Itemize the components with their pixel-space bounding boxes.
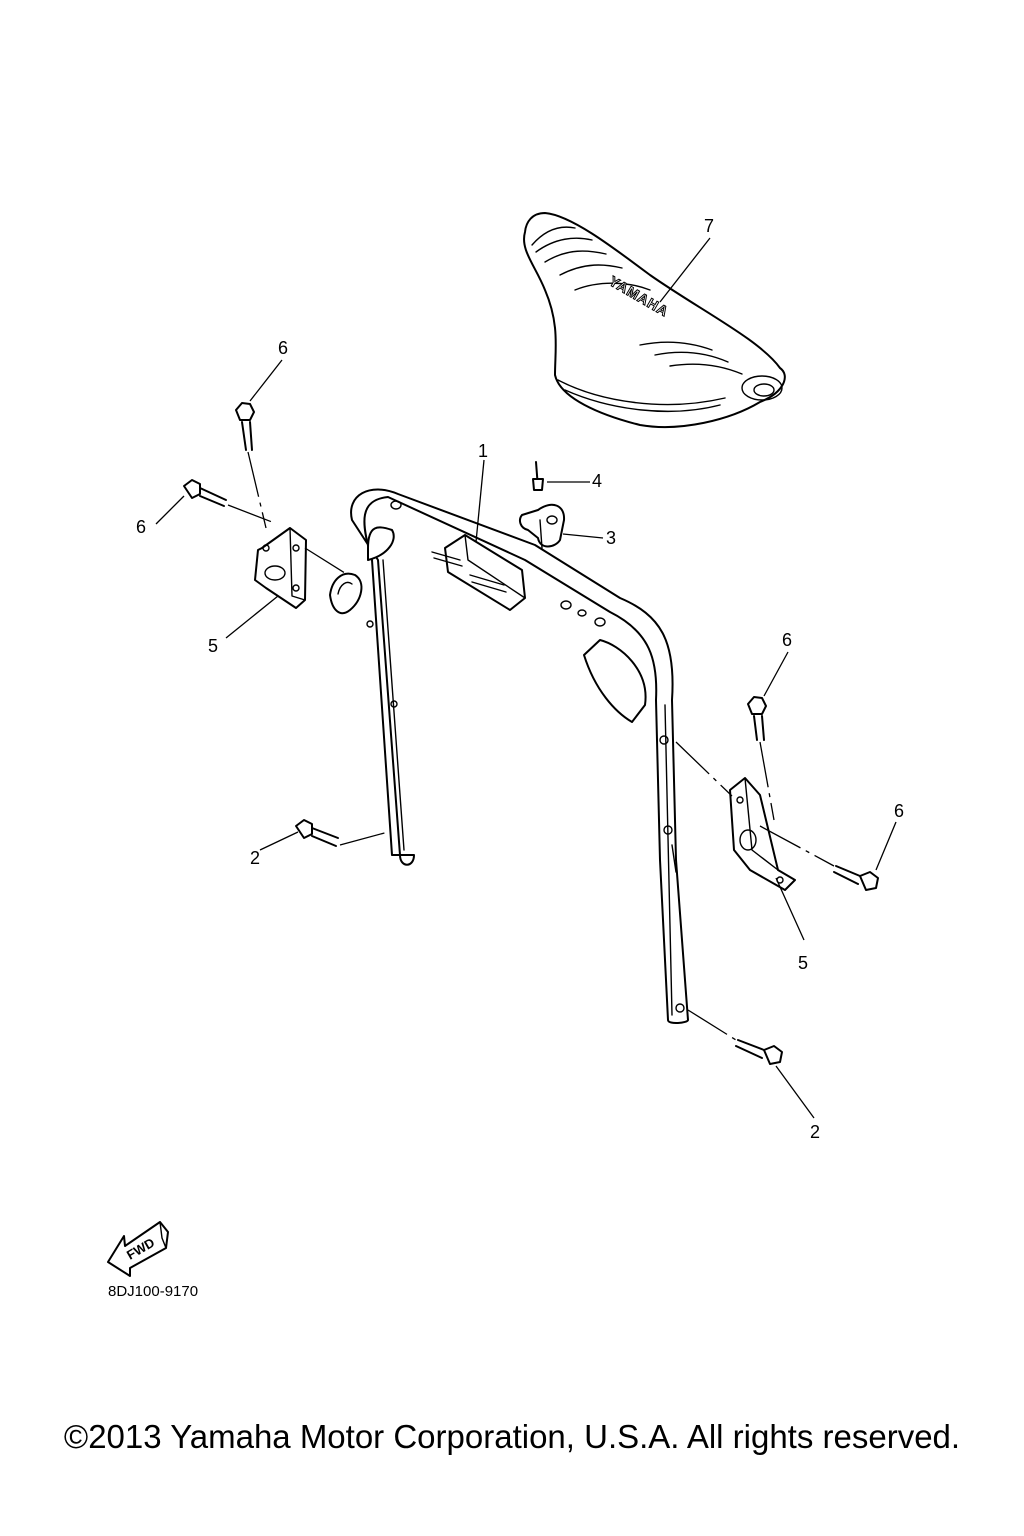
copyright-notice: ©2013 Yamaha Motor Corporation, U.S.A. A… <box>63 1418 961 1455</box>
callout-4: 4 <box>592 471 602 491</box>
callout-5-right: 5 <box>798 953 808 973</box>
bolt-6-upper-left <box>235 402 255 451</box>
diagram-code: 8DJ100-9170 <box>108 1283 199 1300</box>
callout-6-upper-right: 6 <box>782 630 792 650</box>
fwd-arrow-icon: FWD <box>107 1221 169 1277</box>
callout-6-left: 6 <box>136 517 146 537</box>
callout-1: 1 <box>478 441 488 461</box>
callout-6-upper-left: 6 <box>278 338 288 358</box>
callout-2-left: 2 <box>250 848 260 868</box>
bolt-2-left <box>295 819 339 847</box>
handle-pole <box>350 488 689 1024</box>
seat: YAMAHA <box>523 212 786 428</box>
bolt-6-left <box>183 479 227 507</box>
callout-3: 3 <box>606 528 616 548</box>
tether-clip <box>519 503 566 549</box>
bracket-left <box>254 527 307 609</box>
callout-5-left: 5 <box>208 636 218 656</box>
bolt-6-upper-right <box>747 696 767 741</box>
bolt-2-right <box>735 1039 783 1065</box>
clip-pin <box>532 461 544 491</box>
callout-7: 7 <box>704 216 714 236</box>
callout-2-right: 2 <box>810 1122 820 1142</box>
bracket-right <box>729 777 796 891</box>
hook <box>329 572 363 615</box>
bolt-6-right <box>833 865 879 891</box>
callout-6-right: 6 <box>894 801 904 821</box>
